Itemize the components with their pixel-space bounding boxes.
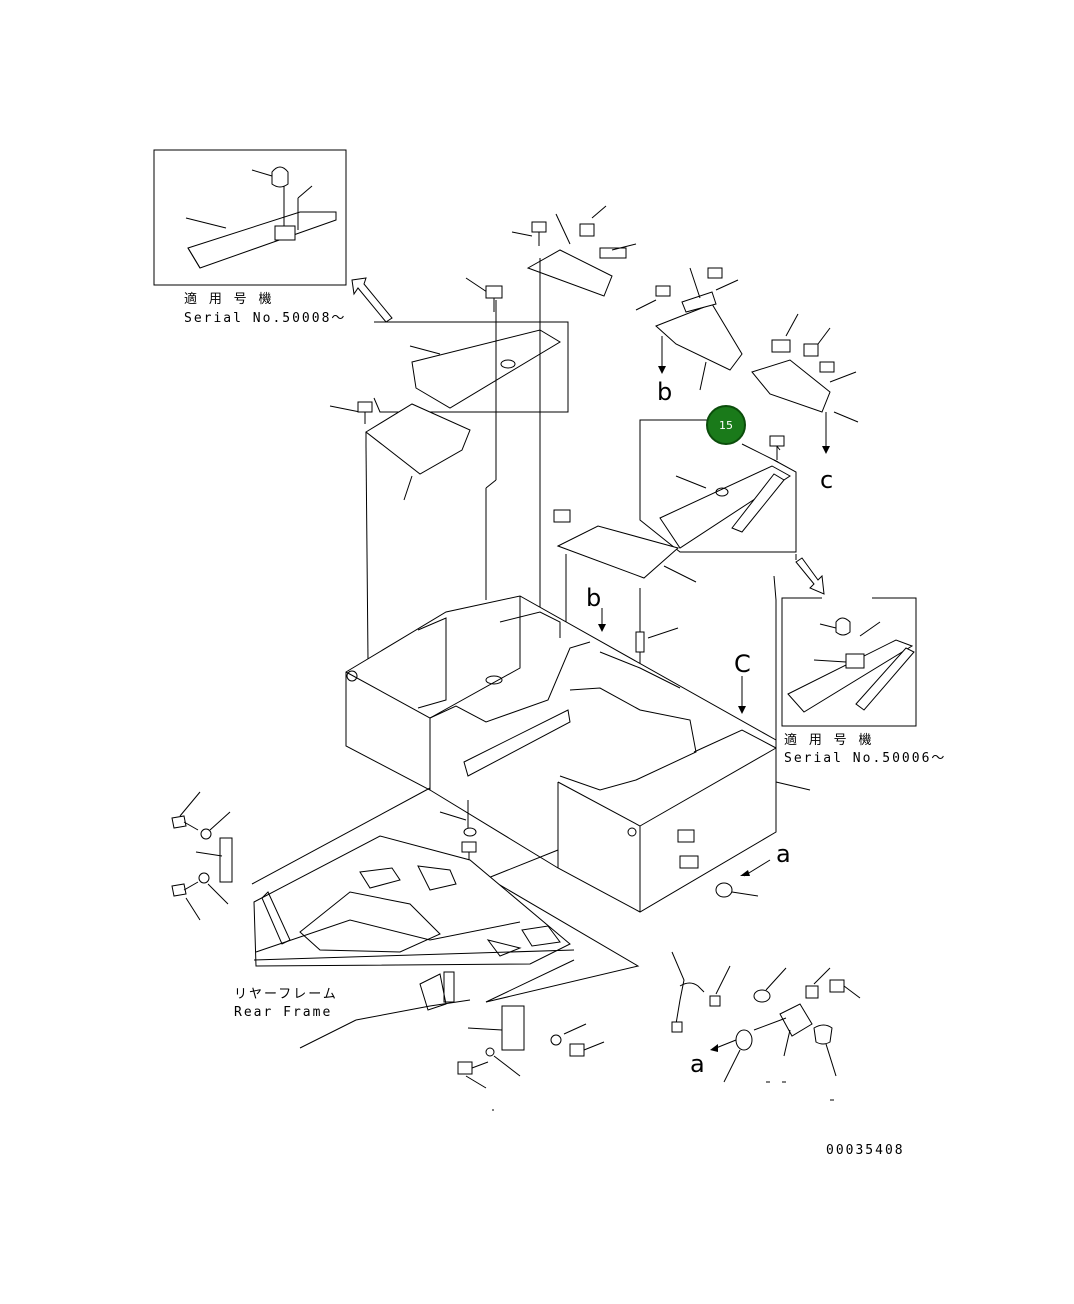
bolt-icon (457, 1061, 489, 1075)
rear-frame-label-jp: リヤーフレーム (234, 987, 338, 1002)
center-bolt (439, 800, 477, 866)
top-right-brackets: b c (635, 267, 859, 494)
rear-frame-label-en: Rear Frame (234, 1005, 332, 1020)
view-letter-c-top: c (820, 466, 833, 494)
view-letter-b-top: b (657, 378, 672, 406)
bolt-icon (829, 979, 861, 999)
view-letter-a-bottom: a (690, 1050, 705, 1078)
serial-label-2: Serial No.50006～ (784, 751, 946, 766)
rear-frame: リヤーフレーム Rear Frame (234, 835, 575, 1049)
top-center-bracket (511, 205, 637, 614)
left-cover-plate (329, 401, 471, 661)
arrow-to-inset-1 (351, 277, 393, 323)
bolt-icon (531, 221, 547, 246)
rear-bracket-hardware (457, 1005, 605, 1111)
plate-group-15: 15 (639, 405, 797, 553)
right-side-hardware: a (715, 840, 791, 898)
callout-badge-icon (706, 405, 746, 445)
view-letter-c-mid: C (734, 650, 751, 678)
drawing-number: 00035408 (826, 1143, 905, 1158)
bolt-icon (485, 285, 503, 312)
arrow-to-inset-2 (795, 557, 825, 595)
view-letter-a-right: a (776, 840, 791, 868)
inset-serial-50006: 適 用 号 機 Serial No.50006～ (781, 597, 946, 766)
applies-to-label-2: 適 用 号 機 (784, 732, 873, 748)
bolt-icon (819, 361, 835, 373)
left-mounting-hardware (171, 791, 233, 921)
serial-label-1: Serial No.50008～ (184, 311, 346, 326)
top-floor-plate-group (373, 277, 569, 600)
bolt-icon (171, 881, 199, 897)
bolt-icon (569, 1041, 605, 1057)
bolt-icon (769, 435, 785, 460)
inset-serial-50008: 適 用 号 機 Serial No.50008～ (153, 149, 347, 326)
callout-15[interactable]: 15 (706, 405, 746, 445)
bolt-icon (553, 509, 571, 523)
bolt-icon (655, 267, 723, 297)
bolt-icon (171, 815, 199, 831)
view-letter-b-mid: b (586, 584, 601, 612)
switch-assembly: a (671, 951, 861, 1101)
main-floor-frame: C (345, 575, 811, 913)
bolt-icon (357, 401, 373, 424)
callout-number: 15 (719, 419, 733, 432)
applies-to-label-1: 適 用 号 機 (184, 291, 273, 307)
